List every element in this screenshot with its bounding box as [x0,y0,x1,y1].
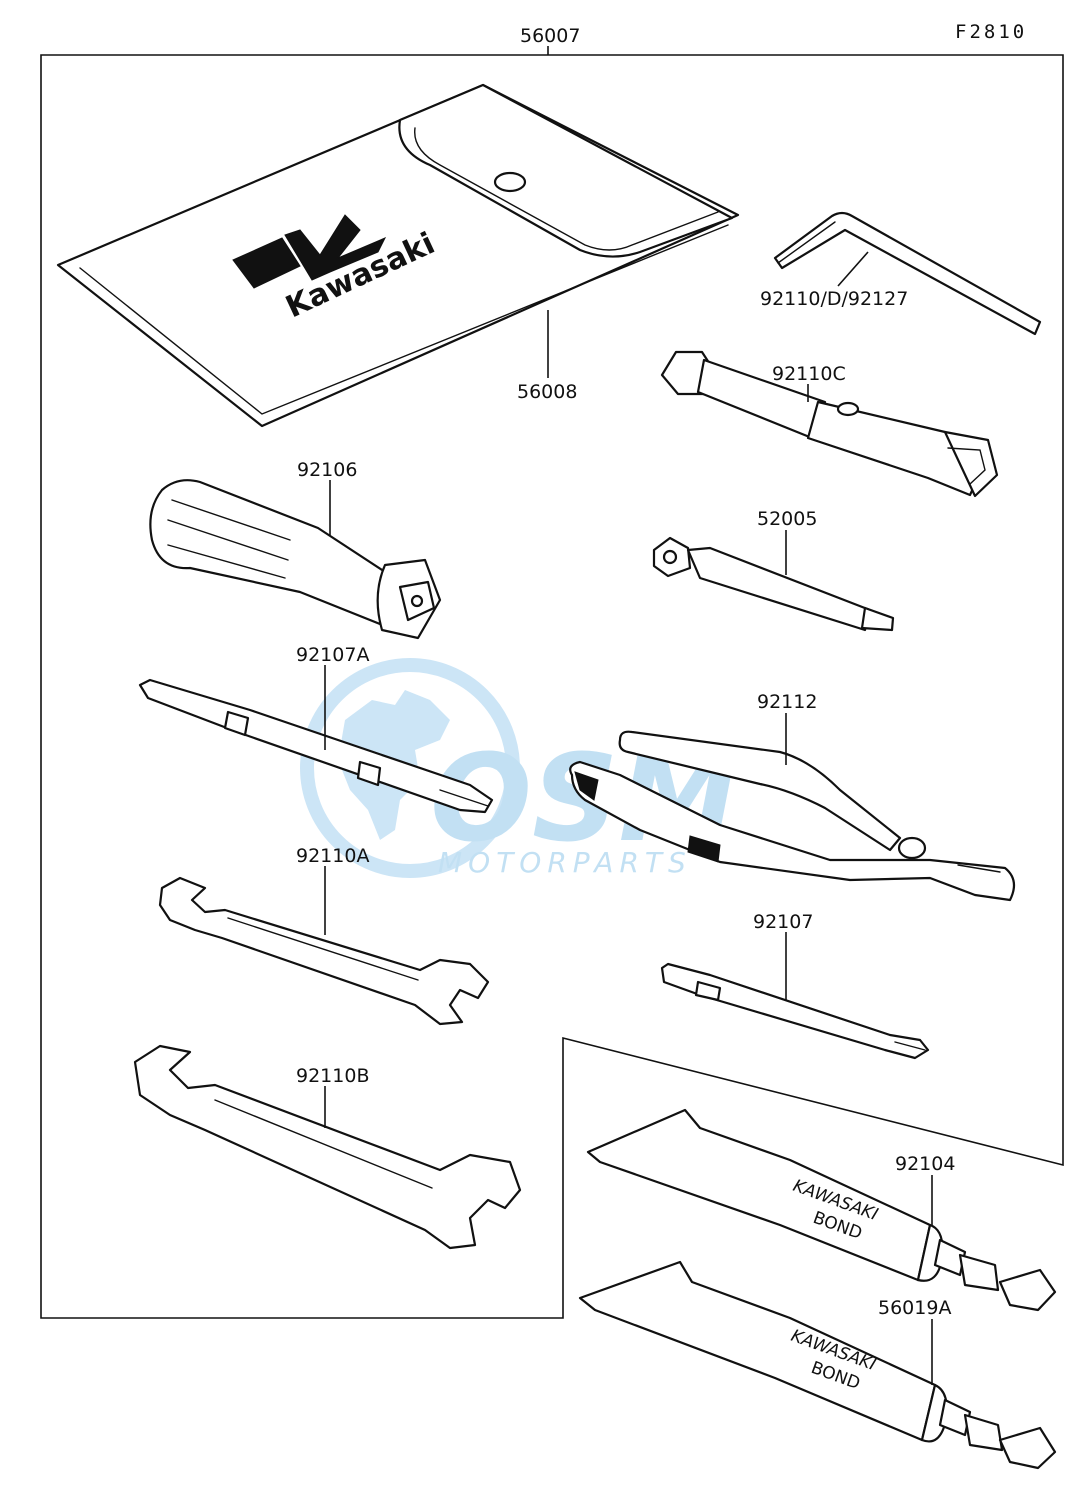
pliers [569,730,1016,902]
label-screwdriver-a: 92107A [296,644,369,666]
plug-wrench [660,350,999,498]
label-pouch: 56008 [517,381,577,403]
wrench-b [133,1044,522,1250]
screwdriver-b [660,962,930,1060]
label-bar: 52005 [757,508,817,530]
hex-wrench [773,211,1042,336]
figure-code: F2810 [955,21,1027,43]
screwdriver-a [138,678,494,814]
kit-outline [40,54,1064,1319]
extension-bar [652,536,895,632]
label-wrench-b: 92110B [296,1065,369,1087]
label-kit: 56007 [520,25,580,47]
label-hex-wrench: 92110/D/92127 [760,288,908,310]
bond-tube-1: KAWASAKI BOND [586,1108,1057,1312]
label-bond-tube-1: 92104 [895,1153,955,1175]
label-wrench-a: 92110A [296,845,369,867]
bond-tube-2: KAWASAKI BOND [578,1260,1057,1470]
label-handle: 92106 [297,459,357,481]
tool-pouch: Kawasaki [56,83,740,428]
watermark-sub: MOTORPARTS [438,846,692,879]
label-pliers: 92112 [757,691,817,713]
watermark-globe-ring [300,658,520,878]
label-plug-wrench: 92110C [772,363,846,385]
screwdriver-handle [149,479,442,640]
label-screwdriver: 92107 [753,911,813,933]
wrench-a [158,876,490,1026]
label-bond-tube-2: 56019A [878,1297,951,1319]
